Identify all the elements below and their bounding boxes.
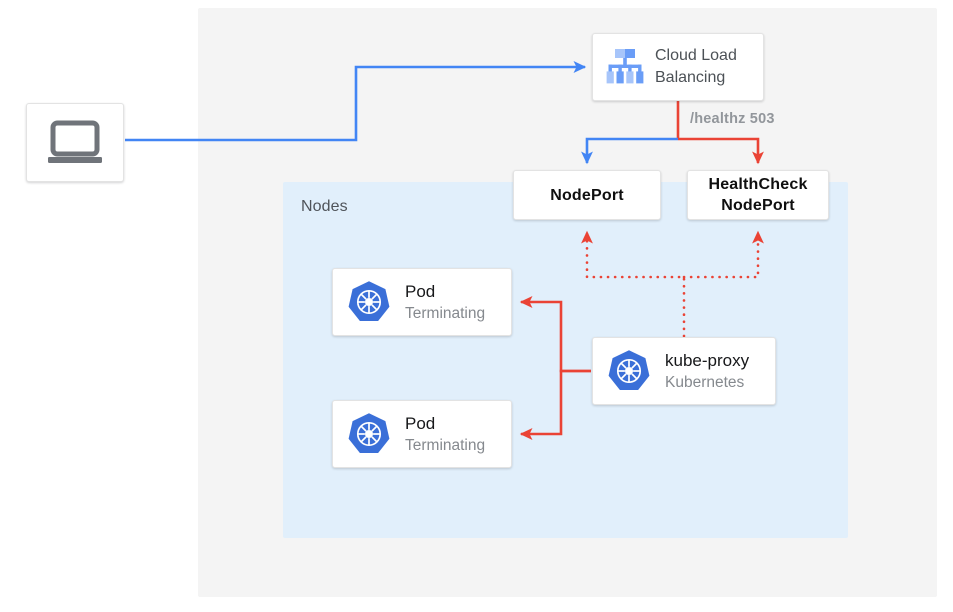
pod-2-text: Pod Terminating (405, 412, 485, 457)
cloud-load-balancing-title-line2: Balancing (655, 69, 726, 86)
pod-node-1[interactable]: Pod Terminating (332, 268, 512, 336)
nodeport-node[interactable]: NodePort (513, 170, 661, 220)
pod-2-title: Pod (405, 413, 436, 433)
kubernetes-icon (608, 350, 650, 390)
healthz-edge-label: /healthz 503 (690, 111, 775, 127)
cloud-load-balancing-icon (606, 49, 644, 84)
edge-loadbalancer-to-healthcheck-nodeport (678, 137, 764, 165)
nodeport-label: NodePort (550, 186, 624, 204)
healthcheck-nodeport-label: HealthCheck NodePort (708, 174, 807, 216)
client-node[interactable] (26, 103, 124, 182)
pod-1-title: Pod (405, 281, 436, 301)
pod-2-status: Terminating (405, 436, 486, 454)
edge-kubeproxy-to-healthcheck-dotted (682, 230, 764, 279)
kubernetes-icon (348, 413, 390, 453)
pod-1-status: Terminating (405, 304, 486, 322)
pod-node-2[interactable]: Pod Terminating (332, 400, 512, 468)
edge-kubeproxy-to-nodeports-dotted (581, 230, 686, 338)
healthcheck-nodeport-label-line1: HealthCheck (708, 176, 808, 193)
cloud-load-balancing-label: Cloud Load Balancing (655, 45, 737, 89)
kubernetes-icon (348, 281, 390, 321)
kube-proxy-text: kube-proxy Kubernetes (665, 349, 749, 394)
nodes-region-label: Nodes (301, 198, 348, 215)
edge-loadbalancer-to-nodeport (581, 137, 678, 165)
laptop-icon (48, 120, 102, 163)
edge-kubeproxy-to-pod1 (519, 296, 591, 373)
cloud-load-balancing-title-line1: Cloud Load (655, 47, 737, 64)
cloud-load-balancing-node[interactable]: Cloud Load Balancing (592, 33, 764, 101)
kube-proxy-title: kube-proxy (665, 350, 750, 370)
healthcheck-nodeport-label-line2: NodePort (721, 197, 795, 214)
edge-kubeproxy-to-pod2 (519, 369, 591, 440)
healthcheck-nodeport-node[interactable]: HealthCheck NodePort (687, 170, 829, 220)
kube-proxy-subtitle: Kubernetes (665, 373, 745, 391)
edge-client-to-loadbalancer (125, 61, 587, 142)
pod-1-text: Pod Terminating (405, 280, 485, 325)
kube-proxy-node[interactable]: kube-proxy Kubernetes (592, 337, 776, 405)
